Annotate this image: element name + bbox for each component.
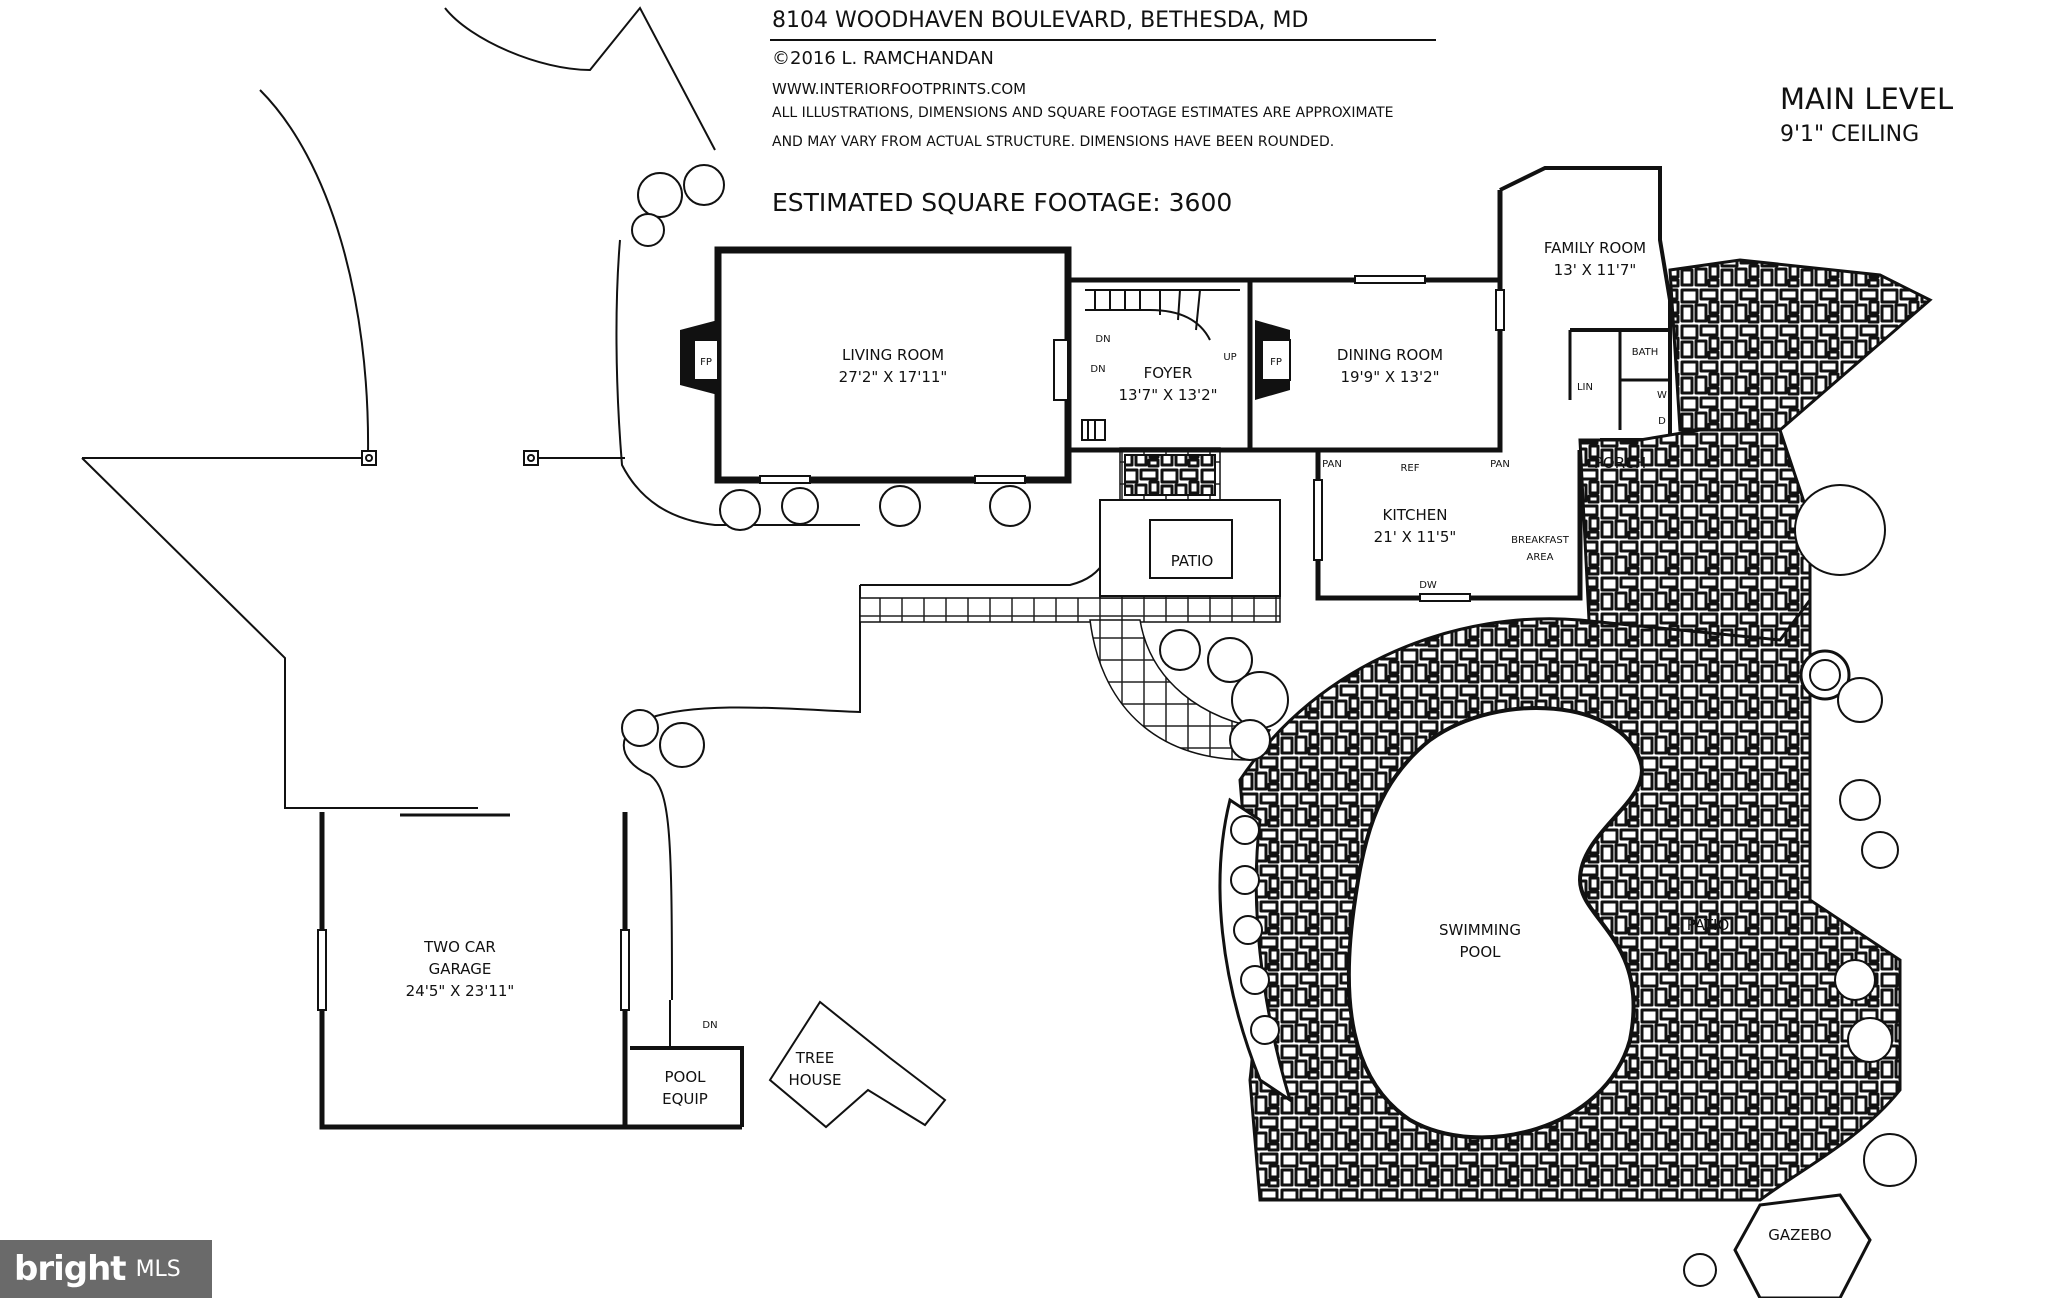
garage-dims: 24'5" X 23'11" (406, 982, 515, 1000)
fp-living-label: FP (700, 357, 712, 368)
lamp-posts (361, 450, 600, 466)
address-title: 8104 WOODHAVEN BOULEVARD, BETHESDA, MD (772, 8, 1309, 33)
tree-house-label-2: HOUSE (788, 1071, 841, 1089)
gazebo-label: GAZEBO (1768, 1226, 1831, 1244)
front-walkway (859, 447, 1281, 761)
fireplaces (680, 320, 1291, 400)
dining-room-dims: 19'9" X 13'2" (1340, 368, 1439, 386)
garage-label-2: GARAGE (429, 960, 492, 978)
dining-room-label: DINING ROOM (1337, 346, 1443, 364)
lin-label: LIN (1577, 382, 1593, 393)
brand-suffix: MLS (135, 1256, 181, 1282)
foyer-dims: 13'7" X 13'2" (1118, 386, 1217, 404)
pool-label-2: POOL (1459, 943, 1501, 961)
dn-stair-label: DN (1095, 334, 1110, 345)
dryer-label: D (1658, 416, 1666, 427)
garage-label: TWO CAR (423, 938, 496, 956)
living-room-dims: 27'2" X 17'11" (839, 368, 948, 386)
disclaimer-line-1: ALL ILLUSTRATIONS, DIMENSIONS AND SQUARE… (772, 105, 1394, 121)
pan-left-label: PAN (1322, 459, 1342, 470)
fp-dining-label: FP (1270, 357, 1282, 368)
front-patio (1099, 454, 1281, 597)
breakfast-label: BREAKFAST (1511, 535, 1570, 546)
dn-garage-label: DN (702, 1020, 717, 1031)
pool-label: SWIMMING (1439, 921, 1521, 939)
fountain (1799, 649, 1851, 701)
disclaimer-line-2: AND MAY VARY FROM ACTUAL STRUCTURE. DIME… (772, 134, 1335, 150)
front-patio-label: PATIO (1171, 552, 1214, 570)
brand-name: bright (14, 1249, 127, 1289)
garage (317, 812, 744, 1130)
pool-equip-label: POOL (664, 1068, 706, 1086)
washer-label: W (1657, 390, 1667, 401)
breakfast-label-2: AREA (1527, 552, 1554, 563)
bright-mls-watermark: bright MLS (0, 1240, 212, 1298)
kitchen-dims: 21' X 11'5" (1374, 528, 1457, 546)
tree-house-label: TREE (795, 1049, 835, 1067)
website-line: WWW.INTERIORFOOTPRINTS.COM (772, 80, 1027, 98)
ceiling-height: 9'1" CEILING (1780, 122, 1920, 147)
ref-label: REF (1400, 463, 1419, 474)
kitchen-label: KITCHEN (1383, 506, 1448, 524)
level-title: MAIN LEVEL (1780, 82, 1954, 116)
square-footage: ESTIMATED SQUARE FOOTAGE: 3600 (772, 188, 1233, 217)
dn-living-label: DN (1090, 364, 1105, 375)
copyright-line: ©2016 L. RAMCHANDAN (772, 48, 994, 69)
tree-house (768, 1000, 947, 1129)
pan-kitchen-label: PAN (1490, 459, 1510, 470)
pool-equip-label-2: EQUIP (662, 1090, 708, 1108)
family-room-label: FAMILY ROOM (1544, 239, 1646, 257)
up-stair-label: UP (1223, 352, 1236, 363)
stairs (1081, 289, 1240, 441)
dw-label: DW (1419, 580, 1437, 591)
bath-label: BATH (1632, 347, 1659, 358)
windows (759, 275, 1505, 602)
rear-patio-label: PATIO (1687, 916, 1730, 934)
family-room-dims: 13' X 11'7" (1554, 261, 1637, 279)
gazebo (1733, 1193, 1872, 1298)
foyer-label: FOYER (1144, 364, 1193, 382)
living-room-label: LIVING ROOM (842, 346, 944, 364)
shrubs (621, 164, 1917, 1287)
swimming-pool (1346, 706, 1644, 1140)
porch-label: PORCH (1594, 454, 1646, 472)
driveway (81, 6, 1106, 1001)
